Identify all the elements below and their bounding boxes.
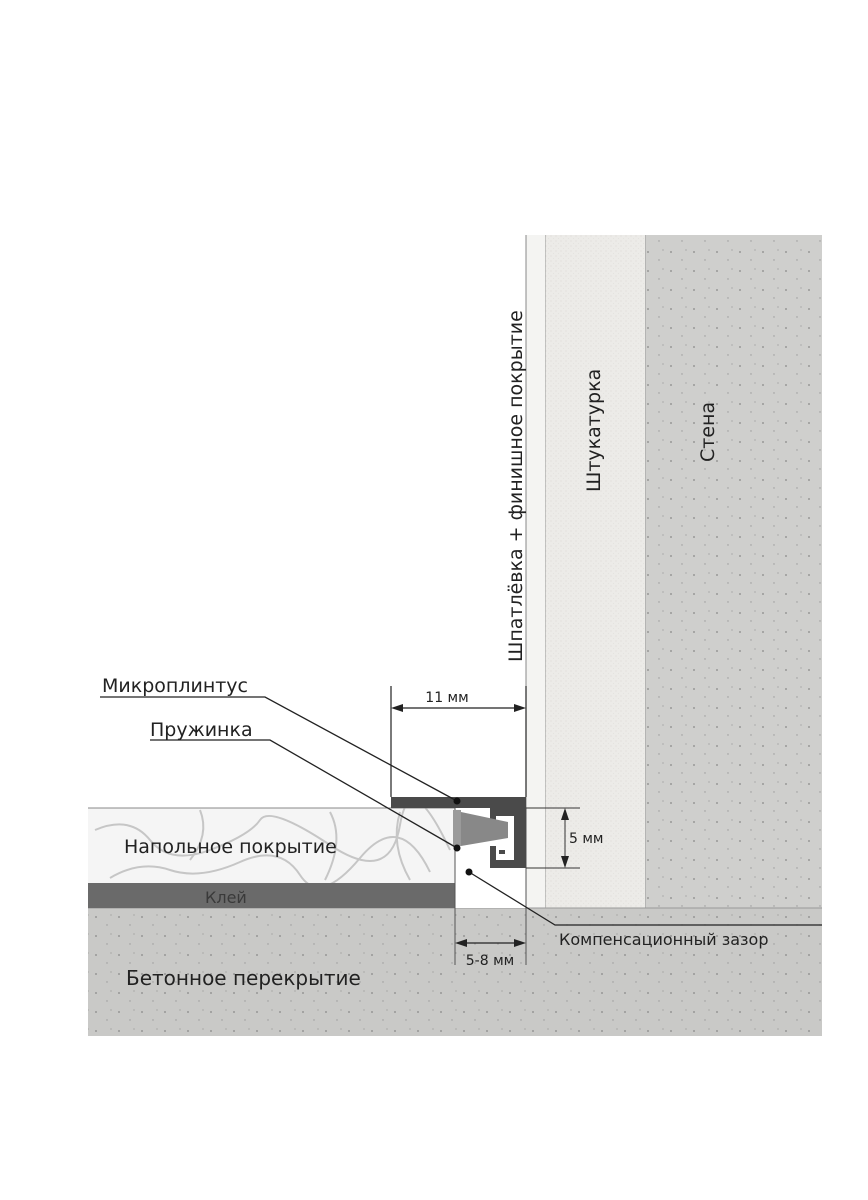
label-wall: Стена	[697, 402, 719, 462]
label-plaster: Штукатурка	[583, 369, 605, 492]
dimension-height	[526, 807, 580, 869]
glue-layer	[88, 883, 455, 908]
label-putty: Шпатлёвка + финишное покрытие	[505, 310, 527, 662]
dimension-gap-label: 5-8 мм	[466, 953, 514, 969]
label-concrete: Бетонное перекрытие	[126, 966, 361, 990]
leader-gap	[468, 871, 822, 926]
dimension-gap	[455, 939, 526, 947]
putty-layer	[526, 235, 545, 910]
label-microplinth: Микроплинтус	[102, 675, 248, 697]
leader-spring	[150, 739, 458, 849]
label-glue: Клей	[205, 888, 247, 907]
spring	[453, 810, 508, 846]
dimension-height-label: 5 мм	[569, 831, 603, 847]
label-gap: Компенсационный зазор	[559, 930, 768, 949]
dimension-width	[390, 686, 527, 797]
label-floor-covering: Напольное покрытие	[124, 836, 337, 858]
dimension-width-label: 11 мм	[425, 690, 468, 706]
label-spring: Пружинка	[150, 719, 253, 741]
leader-microplinth	[100, 696, 458, 802]
